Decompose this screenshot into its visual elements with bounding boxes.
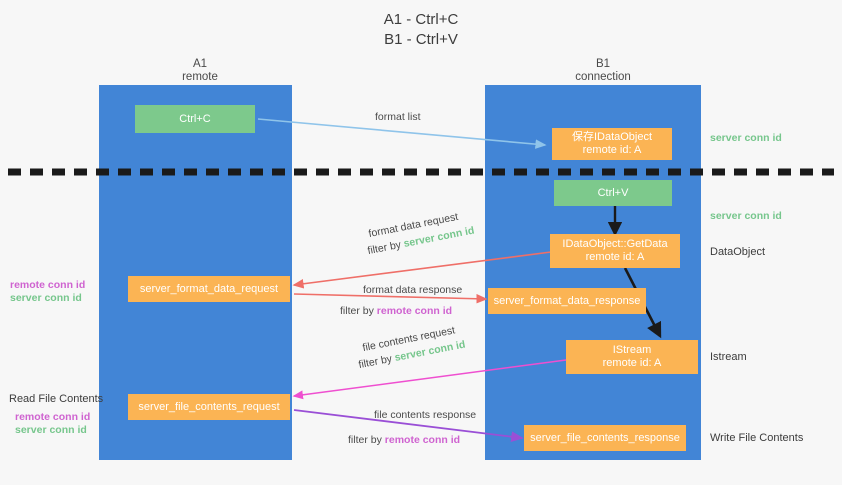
box-getdata[interactable]: IDataObject::GetData remote id: A [550, 234, 680, 268]
note-remote-conn-id-1: remote conn id [10, 279, 86, 291]
filter-value-remote-conn-id-2: remote conn id [384, 434, 461, 446]
column-a1-sub: remote [182, 71, 218, 83]
column-header-a1: A1 remote [140, 58, 260, 84]
note-server-conn-id-left-1: server conn id [10, 292, 82, 304]
box-server-file-contents-response[interactable]: server_file_contents_response [524, 425, 686, 451]
box-ctrl-c[interactable]: Ctrl+C [135, 105, 255, 133]
title-line-2: B1 - Ctrl+V [384, 31, 458, 48]
box-save-idataobject-title: 保存IDataObject [571, 131, 653, 143]
note-write-file-contents: Write File Contents [710, 432, 804, 444]
note-dataobject: DataObject [710, 246, 766, 258]
column-header-b1: B1 connection [538, 58, 668, 84]
edge-label-file-contents-response-filter: filter by remote conn id [348, 434, 460, 447]
box-server-file-contents-response-label: server_file_contents_response [530, 431, 680, 444]
box-istream-remote-id: remote id: A [602, 357, 662, 369]
filter-prefix-2: filter by [340, 305, 377, 317]
note-remote-conn-id-2: remote conn id [15, 411, 91, 423]
box-ctrl-v-label: Ctrl+V [597, 186, 629, 199]
box-save-idataobject-remote-id: remote id: A [582, 144, 642, 156]
box-istream[interactable]: IStream remote id: A [566, 340, 698, 374]
box-getdata-remote-id: remote id: A [585, 251, 645, 263]
column-a1-name: A1 [192, 58, 208, 70]
note-server-conn-id-left-2: server conn id [15, 424, 87, 436]
box-server-format-data-response-label: server_format_data_response [493, 294, 641, 307]
filter-prefix-4: filter by [348, 434, 385, 446]
box-server-format-data-request-label: server_format_data_request [139, 282, 279, 295]
box-save-idataobject[interactable]: 保存IDataObject remote id: A [552, 128, 672, 160]
note-server-conn-id-mid: server conn id [710, 210, 782, 222]
box-server-format-data-response[interactable]: server_format_data_response [488, 288, 646, 314]
column-b1-name: B1 [595, 58, 611, 70]
filter-prefix-1: filter by [366, 238, 405, 258]
filter-value-remote-conn-id-1: remote conn id [376, 305, 453, 317]
box-ctrl-c-label: Ctrl+C [179, 112, 211, 125]
box-server-file-contents-request[interactable]: server_file_contents_request [128, 394, 290, 420]
box-server-format-data-request[interactable]: server_format_data_request [128, 276, 290, 302]
page-title: A1 - Ctrl+C B1 - Ctrl+V [0, 10, 842, 50]
title-line-1: A1 - Ctrl+C [383, 11, 459, 28]
box-getdata-title: IDataObject::GetData [562, 238, 668, 250]
box-ctrl-v[interactable]: Ctrl+V [554, 180, 672, 206]
note-istream: Istream [710, 351, 747, 363]
note-server-conn-id-top: server conn id [710, 132, 782, 144]
edge-label-format-data-response-filter: filter by remote conn id [340, 305, 452, 318]
column-b1-sub: connection [575, 71, 631, 83]
edge-label-format-list: format list [375, 111, 421, 123]
box-istream-title: IStream [612, 344, 652, 356]
note-read-file-contents: Read File Contents [9, 393, 104, 405]
edge-label-format-data-response: format data response [363, 284, 463, 296]
box-server-file-contents-request-label: server_file_contents_request [138, 400, 280, 413]
edge-label-file-contents-response: file contents response [374, 409, 477, 421]
